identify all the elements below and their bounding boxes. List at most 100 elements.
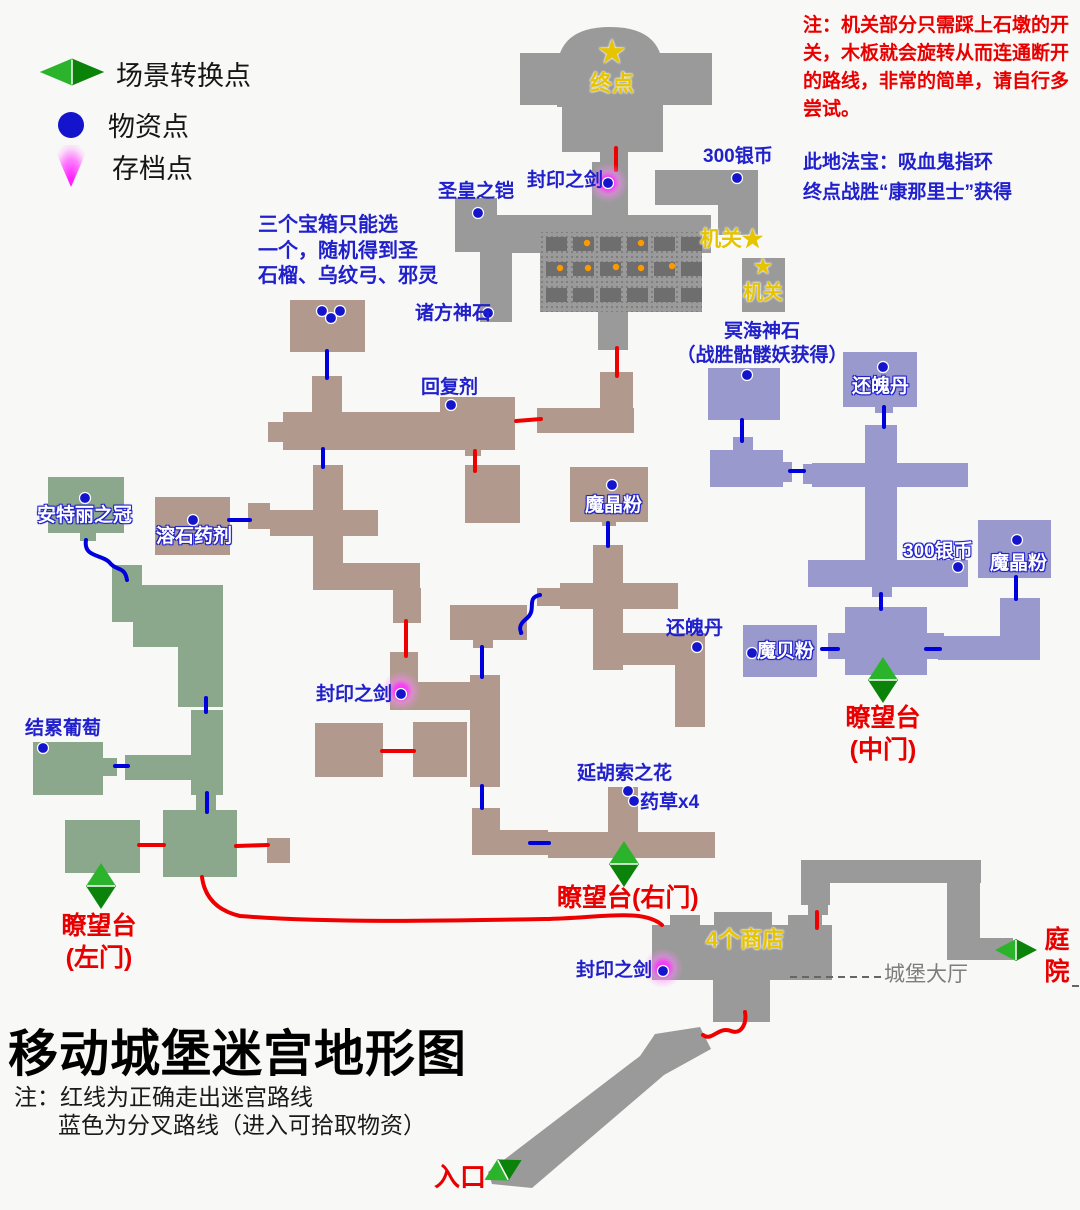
entrance-label: 入口	[434, 1162, 487, 1192]
map-block-tan	[450, 605, 527, 640]
mechanism-stone-switch	[573, 288, 594, 302]
grape-label: 结累葡萄	[25, 718, 102, 739]
map-block-tan	[465, 465, 520, 523]
map-block-purple	[828, 633, 845, 659]
map-block-purple	[808, 560, 968, 587]
mechanism-stone-switch	[627, 237, 648, 251]
transition-diamond-line	[497, 1159, 509, 1181]
legend-label: 物资点	[108, 112, 189, 142]
map-block-purple	[872, 587, 892, 597]
anteli-crown-label: 安特丽之冠	[37, 505, 133, 526]
map-block-gray	[714, 912, 772, 927]
route-lines-layer	[83, 146, 1080, 1039]
supply-point-dot	[324, 311, 338, 325]
mechanism-label-2: ★ 机关	[743, 256, 783, 304]
mechanism-stone-switch	[546, 288, 567, 302]
supply-point-dot	[444, 398, 458, 412]
map-block-green	[133, 622, 223, 647]
map-block-gray	[655, 170, 758, 205]
mechanism-note: 注：机关部分只需踩上石墩的开 关，木板就会旋转从而连通断开 的路线，非常的简单，…	[803, 15, 1070, 120]
map-block-tan	[248, 503, 270, 529]
supply-point-dot	[627, 794, 641, 808]
map-block-gray	[742, 258, 785, 312]
mechanism-stone-switch	[600, 288, 621, 302]
mechanism-stone-switch	[681, 262, 702, 276]
map-block-tan	[470, 675, 500, 787]
treasure-chest-note: 三个宝箱只能选 一个，随机得到圣 石榴、乌纹弓、邪灵	[258, 214, 438, 288]
zhufang-stone-label: 诸方神石	[415, 303, 492, 324]
map-blocks-layer	[33, 27, 1051, 1188]
map-block-tan	[267, 838, 290, 863]
route-line-red	[701, 1010, 748, 1039]
mechanism-switch-light	[583, 239, 591, 247]
map-block-green	[48, 477, 124, 533]
map-block-tan	[675, 665, 705, 727]
supply-point-dot	[876, 360, 890, 374]
map-block-tan	[268, 422, 283, 442]
entrance-corridor-block	[488, 1027, 711, 1188]
lookout-left-door-label: 瞭望台 (左门)	[61, 912, 137, 972]
map-block-tan	[315, 723, 383, 777]
seal-sword-mid-label: 封印之剑	[316, 684, 393, 705]
map-block-green	[112, 585, 223, 622]
map-block-tan	[473, 640, 493, 648]
recovery-potion-label: 回复剂	[421, 377, 479, 398]
route-line-red	[200, 875, 664, 927]
transition-diamond-half	[995, 939, 1016, 961]
supply-point-dot	[315, 304, 329, 318]
map-block-tan	[312, 376, 342, 414]
mechanism-stone-switch	[600, 237, 621, 251]
map-block-purple	[812, 463, 968, 487]
scene-transition-marker	[86, 863, 116, 909]
map-block-purple	[865, 425, 897, 465]
four-shops-label: 4个商店	[705, 927, 785, 952]
supply-point-dot	[186, 513, 200, 527]
mechanism-switch-light	[637, 264, 645, 272]
route-line-blue	[518, 593, 542, 635]
supply-point-dot	[745, 646, 759, 660]
legend-label: 场景转换点	[116, 61, 251, 91]
page-title: 移动城堡迷宫地形图	[8, 1026, 467, 1082]
map-block-purple	[783, 462, 792, 482]
rongshi-potion-label: 溶石药剂	[156, 526, 233, 547]
supply-point-dot	[740, 368, 754, 382]
mechanism-switch-light	[612, 263, 620, 271]
scene-transition-marker	[609, 841, 639, 887]
map-block-green	[178, 645, 223, 707]
endpoint-star: ★	[598, 36, 626, 69]
map-block-gray	[670, 915, 700, 927]
transition-diamond-half	[72, 58, 104, 86]
seal-sword-top-label: 封印之剑	[527, 170, 604, 191]
transition-diamond-half	[1016, 939, 1037, 961]
transition-diamond-half	[868, 657, 898, 680]
map-block-gray	[788, 915, 822, 927]
huanpo-dan-right-label: 还魄丹	[852, 376, 910, 397]
silver-300-top-label: 300银币	[703, 146, 773, 167]
map-block-gray	[808, 905, 828, 915]
map-block-green	[163, 810, 237, 877]
map-block-purple	[843, 352, 917, 407]
map-block-tan	[340, 563, 420, 590]
holy-armor-label: 圣皇之铠	[438, 181, 515, 202]
map-block-green	[103, 758, 117, 776]
route-line-red	[514, 417, 543, 423]
map-block-tan	[270, 510, 378, 536]
supply-point-dot	[690, 640, 704, 654]
transition-diamond-half	[868, 680, 898, 703]
transition-diamond-half	[484, 1159, 509, 1181]
map-block-tan	[413, 722, 467, 777]
mechanism-stone-switch	[573, 237, 594, 251]
route-note-blue-line: 蓝色为分叉路线（进入可拾取物资）	[58, 1112, 426, 1138]
map-block-green	[125, 755, 191, 780]
supply-point-dot	[78, 491, 92, 505]
transition-diamond-half	[86, 863, 116, 886]
map-block-purple	[1000, 598, 1040, 660]
mobei-powder-label: 魔贝粉	[757, 641, 815, 662]
scene-transition-marker	[40, 58, 104, 86]
transition-diamond-half	[609, 864, 639, 887]
mechanism-stone-switch	[546, 237, 567, 251]
map-block-tan	[537, 588, 560, 606]
mechanism-stone-switch	[627, 262, 648, 276]
